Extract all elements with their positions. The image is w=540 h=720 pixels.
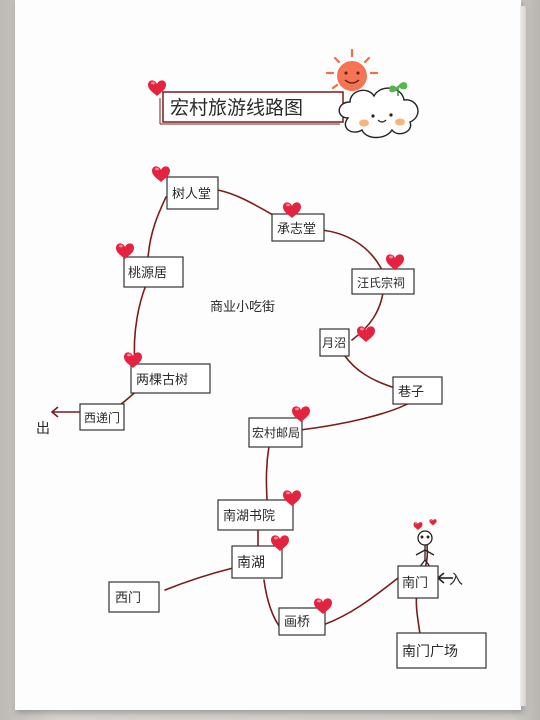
stop-box-xianxiang: 巷子 bbox=[392, 376, 443, 405]
stop-box-ximen: 西门 bbox=[108, 581, 160, 613]
route-segment bbox=[319, 229, 384, 273]
stop-box-nanhu: 南湖 bbox=[231, 545, 283, 579]
enter-marker: 入 bbox=[449, 572, 463, 588]
route-segment bbox=[351, 292, 384, 341]
stop-box-citang: 树人堂 bbox=[166, 176, 219, 210]
sun-icon bbox=[325, 48, 379, 91]
heart-icon bbox=[357, 326, 375, 342]
heart-icon bbox=[413, 522, 423, 530]
stop-label-nanhu: 南湖 bbox=[237, 555, 265, 571]
stop-box-chengzhitang: 承志堂 bbox=[271, 213, 325, 242]
route-segment bbox=[147, 196, 167, 259]
title-banner: 宏村旅游线路图 bbox=[159, 91, 344, 125]
stop-box-yuezhao: 月沼 bbox=[319, 328, 350, 357]
route-segment bbox=[344, 355, 396, 389]
paper-stack-edge bbox=[520, 6, 526, 706]
stop-box-taoyuanju: 桃源居 bbox=[123, 256, 184, 288]
stop-label-taoyuanju: 桃源居 bbox=[128, 266, 167, 281]
stop-label-hongcun-office: 宏村邮局 bbox=[252, 425, 300, 440]
stop-label-citang: 树人堂 bbox=[172, 187, 211, 202]
stop-label-liangkeshu: 两棵古树 bbox=[136, 373, 188, 388]
stop-label-huaqiao: 画桥 bbox=[284, 615, 310, 630]
stop-label-wangshizongci: 汪氏宗祠 bbox=[357, 275, 405, 290]
stop-label-chengzhitang: 承志堂 bbox=[277, 222, 316, 237]
stop-label-xianxiang: 巷子 bbox=[398, 385, 424, 400]
exit-arrow-icon bbox=[50, 406, 80, 418]
stop-label-yuezhao: 月沼 bbox=[322, 336, 346, 350]
heart-markers bbox=[116, 80, 404, 614]
stop-box-nanmen: 南门 bbox=[397, 565, 439, 599]
stop-label-ximen: 西门 bbox=[115, 591, 141, 606]
stop-box-liangkeshu: 两棵古树 bbox=[130, 363, 211, 394]
route-segment bbox=[265, 445, 270, 501]
route-segment bbox=[164, 567, 234, 591]
cloud-icon bbox=[338, 87, 419, 139]
stop-box-nanhu-shuyuan: 南湖书院 bbox=[217, 499, 294, 531]
stop-label-nanmen-square: 南门广场 bbox=[402, 644, 458, 660]
exit-marker: 出 bbox=[36, 421, 50, 437]
stop-label-xidimen: 西递门 bbox=[84, 410, 120, 425]
stop-box-hongcun-office: 宏村邮局 bbox=[248, 417, 303, 448]
route-segment bbox=[322, 577, 399, 626]
stop-box-wangshizongci: 汪氏宗祠 bbox=[351, 268, 415, 295]
map-title: 宏村旅游线路图 bbox=[170, 97, 303, 119]
stop-box-xidimen: 西递门 bbox=[79, 403, 125, 431]
sprout-icon bbox=[389, 82, 408, 96]
stick-figure-icon bbox=[415, 530, 435, 569]
stop-box-nanmen-square: 南门广场 bbox=[396, 632, 487, 669]
heart-icon bbox=[429, 519, 437, 526]
stop-label-nanmen: 南门 bbox=[402, 575, 428, 591]
stop-box-huaqiao: 画桥 bbox=[278, 607, 326, 636]
stop-label-nanhu-shuyuan: 南湖书院 bbox=[223, 508, 275, 524]
heart-icon bbox=[386, 254, 404, 270]
street-label-shangye: 商业小吃街 bbox=[210, 299, 275, 315]
stop-label-shangye: 商业小吃街 bbox=[210, 299, 275, 315]
